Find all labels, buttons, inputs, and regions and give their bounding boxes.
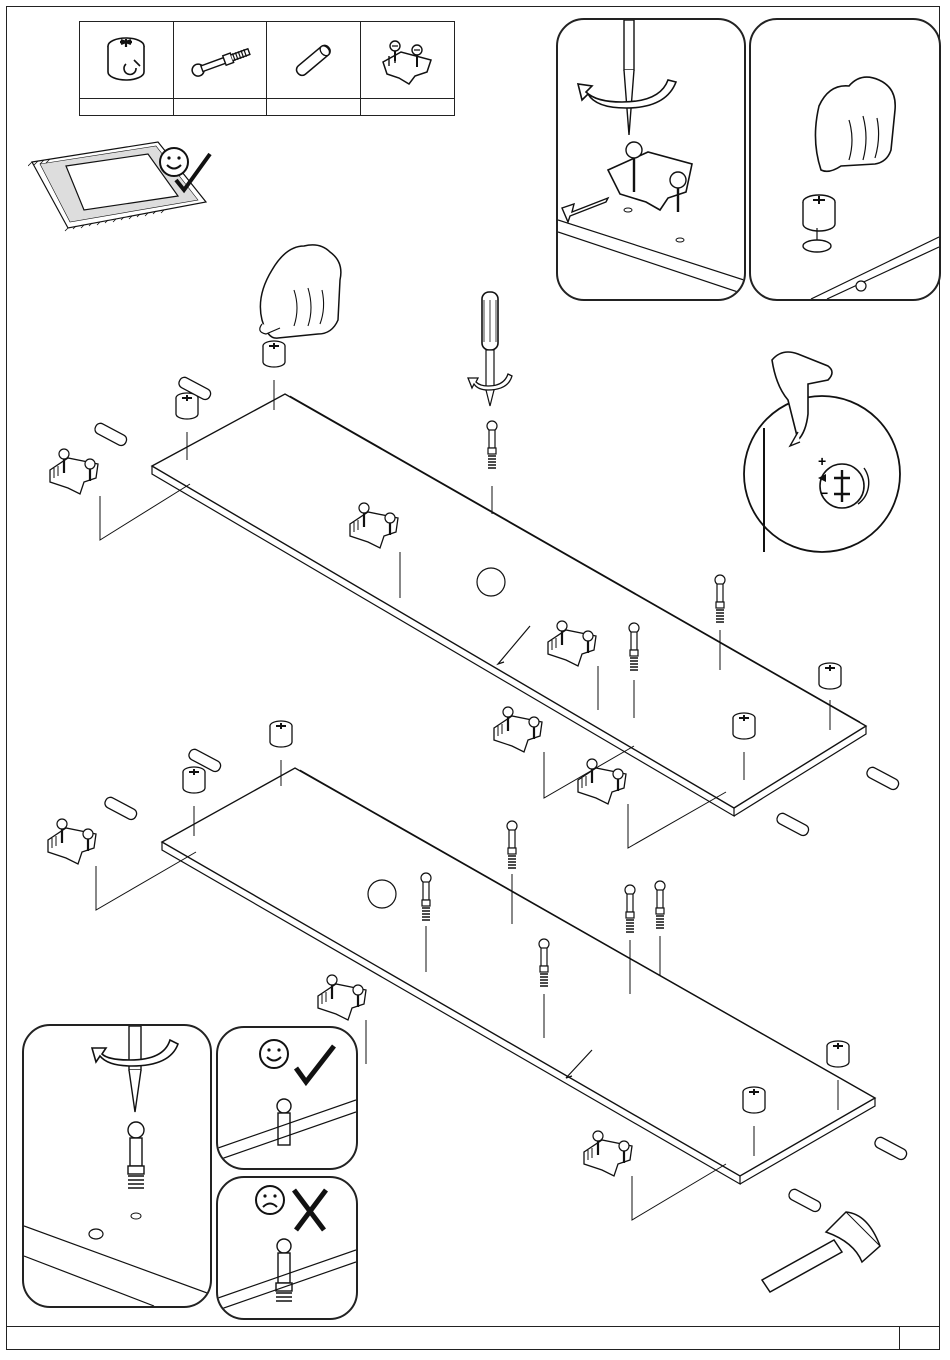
hand-icon xyxy=(260,245,341,338)
inset-correct-bolt-depth xyxy=(216,1026,358,1170)
hammer-icon xyxy=(762,1212,880,1292)
inset-incorrect-bolt-depth xyxy=(216,1176,358,1320)
page-footer xyxy=(7,1326,939,1349)
page-number xyxy=(899,1327,939,1349)
screwdriver-icon xyxy=(468,292,512,406)
inset-screw-cam-bolt xyxy=(22,1024,212,1308)
upper-panel xyxy=(152,394,866,816)
